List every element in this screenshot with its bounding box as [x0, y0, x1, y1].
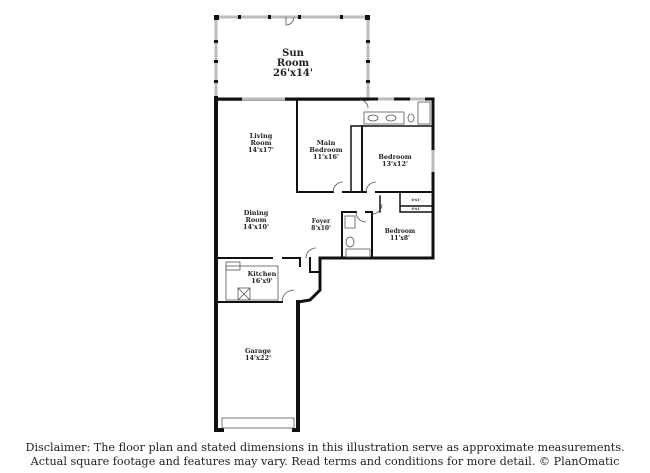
disclaimer: Disclaimer: The floor plan and stated di…	[0, 441, 650, 468]
svg-text:Dining: Dining	[244, 209, 269, 217]
svg-text:Room: Room	[277, 58, 310, 69]
closet-label-2: 6'x1'	[411, 207, 420, 211]
svg-text:Room: Room	[246, 216, 267, 224]
room-label-garage: Garage 14'x22'	[245, 347, 271, 362]
svg-text:Bedroom: Bedroom	[378, 153, 411, 161]
svg-text:13'x12': 13'x12'	[382, 160, 408, 168]
room-label-living-room: Living Room 14'x17'	[248, 132, 274, 154]
svg-text:14'x22': 14'x22'	[245, 354, 271, 362]
svg-text:11'x16': 11'x16'	[313, 153, 339, 161]
room-label-sun-room: Sun Room 26'x14'	[273, 48, 313, 79]
svg-text:Bedroom: Bedroom	[309, 146, 342, 154]
svg-text:Room: Room	[251, 139, 272, 147]
svg-text:8'x10': 8'x10'	[311, 225, 331, 232]
disclaimer-line-2: Actual square footage and features may v…	[30, 454, 620, 468]
svg-text:16'x9': 16'x9'	[251, 277, 272, 285]
svg-text:Garage: Garage	[245, 347, 271, 355]
svg-text:14'x10': 14'x10'	[243, 223, 269, 231]
svg-text:11'x8': 11'x8'	[390, 235, 410, 242]
room-label-foyer: Foyer 8'x10'	[311, 218, 331, 232]
closet-label-1: 6'x1'	[411, 198, 420, 202]
room-label-bedroom-2: Bedroom 11'x8'	[385, 228, 416, 242]
svg-text:14'x17': 14'x17'	[248, 146, 274, 154]
svg-text:Kitchen: Kitchen	[248, 270, 277, 278]
svg-text:Bedroom: Bedroom	[385, 228, 416, 235]
svg-text:Sun: Sun	[282, 48, 304, 59]
house-walls	[214, 96, 435, 432]
svg-text:Living: Living	[250, 132, 273, 140]
disclaimer-line-1: Disclaimer: The floor plan and stated di…	[25, 441, 625, 454]
room-label-bedroom-1: Bedroom 13'x12'	[378, 153, 411, 168]
svg-text:Foyer: Foyer	[312, 218, 331, 225]
svg-text:26'x14': 26'x14'	[273, 68, 313, 79]
room-label-dining-room: Dining Room 14'x10'	[243, 209, 269, 231]
svg-text:Main: Main	[317, 139, 336, 147]
room-label-kitchen: Kitchen 16'x9'	[248, 270, 277, 285]
room-label-main-bedroom: Main Bedroom 11'x16'	[309, 139, 342, 161]
